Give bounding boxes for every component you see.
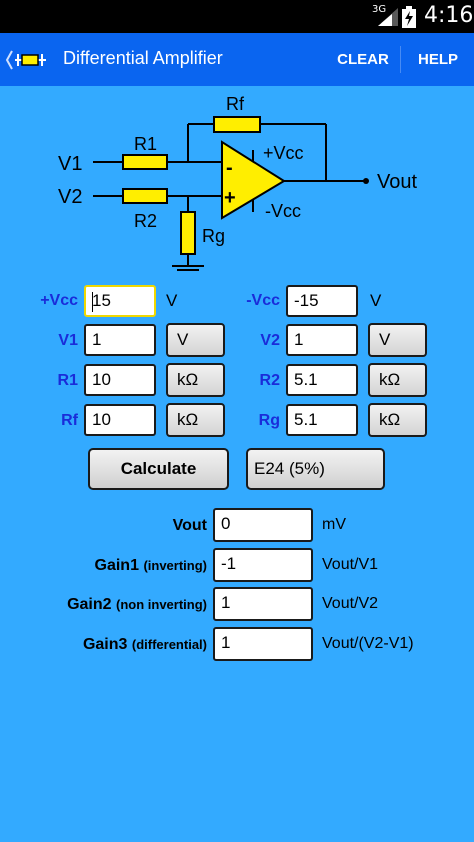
vout-label: Vout: [377, 171, 417, 193]
gain2-label: Gain2 (non inverting): [67, 596, 207, 613]
clock: 4:16: [424, 3, 474, 28]
r2-label: R2: [134, 211, 157, 231]
signal-icon: [378, 8, 398, 26]
rg-resistor: [180, 211, 196, 255]
network-type: 3G: [372, 4, 387, 15]
gain1-output[interactable]: -1: [213, 548, 313, 582]
resistor-series-button[interactable]: E24 (5%): [246, 448, 385, 490]
vout-result-label: Vout: [172, 517, 207, 534]
v2-unit-button[interactable]: V: [368, 323, 427, 357]
vcc-pos-label: +Vcc: [263, 143, 304, 163]
vcc-pos-unit: V: [166, 291, 178, 310]
vcc-neg-unit: V: [370, 291, 382, 310]
minus-sign: -: [226, 157, 233, 179]
r1-label-text: R1: [57, 372, 78, 389]
r2-unit-button[interactable]: kΩ: [368, 363, 427, 397]
text-cursor: [92, 292, 93, 312]
gain3-unit: Vout/(V2-V1): [322, 635, 414, 652]
rf-label: Rf: [226, 94, 245, 114]
r2-resistor: [122, 188, 168, 204]
v1-input[interactable]: 1: [84, 324, 156, 356]
help-button[interactable]: HELP: [417, 51, 458, 68]
rg-label: Rg: [202, 226, 225, 246]
action-bar: Differential Amplifier CLEAR HELP: [0, 33, 474, 86]
v1-label: V1: [58, 153, 82, 175]
v2-label: V2: [58, 186, 82, 208]
rf-resistor: [213, 116, 261, 133]
action-divider: [400, 46, 401, 73]
battery-charging-icon: [402, 6, 416, 28]
plus-sign: +: [224, 187, 236, 209]
rg-unit-button[interactable]: kΩ: [368, 403, 427, 437]
opamp-triangle: [221, 140, 286, 220]
v2-label-text: V2: [260, 332, 280, 349]
r2-input[interactable]: 5.1: [286, 364, 358, 396]
vcc-pos-label-text: +Vcc: [40, 292, 78, 309]
r1-input[interactable]: 10: [84, 364, 156, 396]
rg-input[interactable]: 5.1: [286, 404, 358, 436]
r1-label: R1: [134, 134, 157, 154]
gain2-output[interactable]: 1: [213, 587, 313, 621]
vcc-neg-label: -Vcc: [265, 201, 301, 221]
gain2-unit: Vout/V2: [322, 595, 379, 612]
v1-unit-button[interactable]: V: [166, 323, 225, 357]
r1-unit-button[interactable]: kΩ: [166, 363, 225, 397]
gain1-unit: Vout/V1: [322, 556, 379, 573]
status-bar: 3G 4:16: [0, 0, 474, 33]
vcc-pos-input[interactable]: 15: [84, 285, 156, 317]
clear-button[interactable]: CLEAR: [337, 51, 389, 68]
app-title: Differential Amplifier: [63, 48, 223, 68]
calculate-button[interactable]: Calculate: [88, 448, 229, 490]
gain3-label: Gain3 (differential): [82, 636, 207, 653]
v2-input[interactable]: 1: [286, 324, 358, 356]
rf-label-text: Rf: [61, 412, 78, 429]
v1-label-text: V1: [58, 332, 78, 349]
rf-input[interactable]: 10: [84, 404, 156, 436]
r1-resistor: [122, 154, 168, 170]
output-node: [363, 178, 369, 184]
vcc-neg-label-text: -Vcc: [246, 292, 280, 309]
app-resistor-icon[interactable]: [4, 47, 48, 73]
gain1-label: Gain1 (inverting): [94, 557, 207, 574]
vcc-neg-input[interactable]: -15: [286, 285, 358, 317]
r2-label-text: R2: [259, 372, 280, 389]
circuit-diagram: Rf R1 R2 Rg V1 V2 +Vcc -Vcc Vout - +: [58, 94, 417, 271]
gain3-output[interactable]: 1: [213, 627, 313, 661]
rf-unit-button[interactable]: kΩ: [166, 403, 225, 437]
vout-output[interactable]: 0: [213, 508, 313, 542]
vout-unit: mV: [322, 516, 346, 533]
rg-label-text: Rg: [258, 412, 280, 429]
